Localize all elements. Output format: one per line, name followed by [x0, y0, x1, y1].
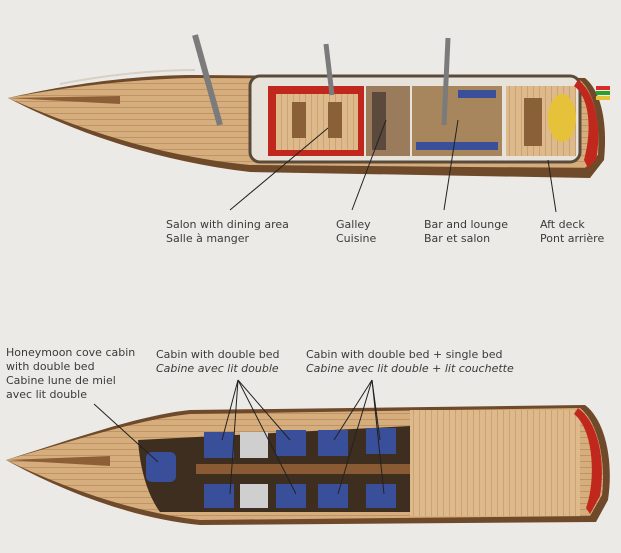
cabin-bed — [204, 484, 234, 508]
label-salon: Salon with dining area Salle à manger — [166, 218, 289, 246]
pointer-double — [237, 379, 297, 495]
lower-stern — [574, 408, 602, 514]
label-aft: Aft deck Pont arrière — [540, 218, 604, 246]
lower-aft-deck — [410, 410, 580, 516]
cabin-bed — [276, 430, 306, 456]
mast-2 — [323, 43, 335, 96]
label-aft-en: Aft deck — [540, 218, 585, 231]
lower-bowsprit — [6, 456, 110, 466]
label-honeymoon-fr-1: Cabine lune de miel — [6, 374, 116, 387]
galley-counter — [372, 92, 386, 150]
label-bar-en: Bar and lounge — [424, 218, 508, 231]
honeymoon-cabin-bed — [146, 452, 176, 482]
label-double-cabin: Cabin with double bed Cabine avec lit do… — [156, 348, 279, 376]
label-honeymoon-fr-2: avec lit double — [6, 388, 87, 401]
pointer-aft — [547, 159, 557, 213]
cabin-bed — [204, 432, 234, 458]
lounge-sofa — [458, 90, 496, 98]
dining-table — [292, 102, 306, 138]
label-honeymoon-en-2: with double bed — [6, 360, 95, 373]
aft-table — [524, 98, 542, 146]
mast-1 — [192, 34, 223, 126]
label-galley-en: Galley — [336, 218, 371, 231]
dining-table — [328, 102, 342, 138]
label-honeymoon-en-1: Honeymoon cove cabin — [6, 346, 136, 359]
top-stern — [574, 80, 599, 168]
cabin-bed — [318, 484, 348, 508]
label-salon-fr: Salle à manger — [166, 232, 250, 245]
flag — [596, 91, 610, 95]
pointer-double — [229, 379, 239, 495]
label-honeymoon: Honeymoon cove cabin with double bed Cab… — [6, 346, 135, 402]
label-bar: Bar and lounge Bar et salon — [424, 218, 508, 246]
pointer-honeymoon — [93, 403, 159, 463]
flag — [596, 86, 610, 90]
cabin-bed — [366, 428, 396, 454]
pointer-double-single — [371, 379, 385, 495]
label-double-fr: Cabine avec lit double — [156, 362, 279, 375]
label-galley: Galley Cuisine — [336, 218, 376, 246]
salon-floor — [276, 94, 358, 150]
label-double-single-fr: Cabine avec lit double + lit couchette — [306, 362, 514, 375]
pointer-bar — [443, 119, 459, 211]
pointer-double — [237, 379, 291, 441]
top-railing — [59, 69, 196, 85]
pointer-double — [221, 379, 239, 441]
label-aft-fr: Pont arrière — [540, 232, 605, 245]
aft-cushion — [548, 94, 576, 142]
label-salon-en: Salon with dining area — [166, 218, 289, 231]
pointer-galley — [351, 119, 387, 211]
cabin-bed — [366, 484, 396, 508]
cabin-bed — [318, 430, 348, 456]
top-bowsprit — [8, 96, 120, 104]
flag — [596, 96, 610, 100]
label-double-en: Cabin with double bed — [156, 348, 280, 361]
top-deck-plan — [8, 34, 610, 213]
label-double-single-en: Cabin with double bed + single bed — [306, 348, 503, 361]
lower-deck-plan — [6, 379, 610, 525]
label-galley-fr: Cuisine — [336, 232, 377, 245]
corridor — [196, 464, 428, 474]
bathroom — [240, 432, 268, 458]
pointer-double-single — [337, 379, 373, 495]
pointer-salon — [229, 127, 329, 211]
mast-3 — [441, 37, 451, 126]
pointer-double-single — [333, 379, 373, 441]
bathroom — [240, 484, 268, 508]
label-double-single-cabin: Cabin with double bed + single bed Cabin… — [306, 348, 514, 376]
cabin-bed — [276, 484, 306, 508]
label-bar-fr: Bar et salon — [424, 232, 491, 245]
lounge-sofa — [416, 142, 498, 150]
